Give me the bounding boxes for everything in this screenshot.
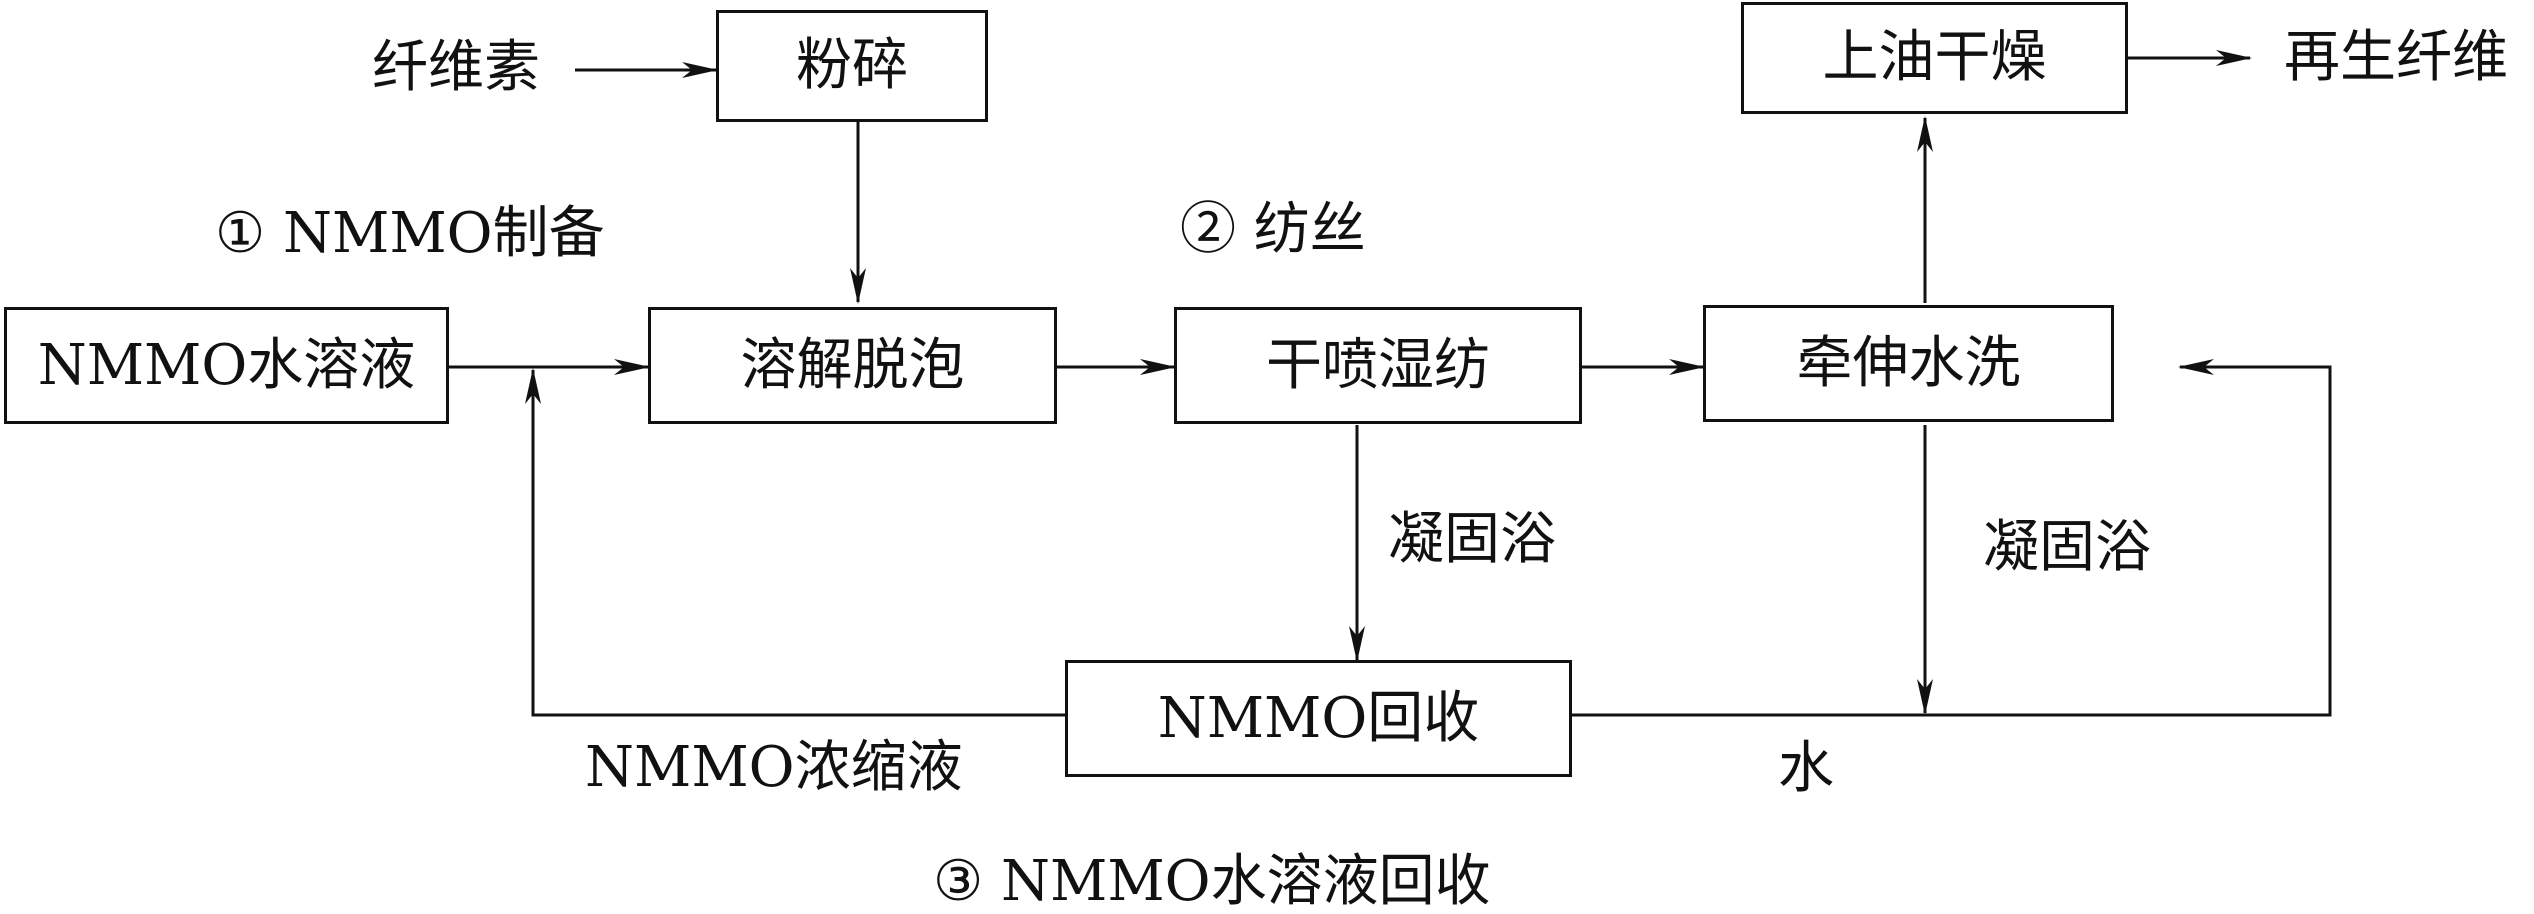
box-nmmo-solution-label: NMMO水溶液 bbox=[37, 332, 416, 398]
label-concentrate: NMMO浓缩液 bbox=[585, 735, 963, 800]
box-nmmo-solution: NMMO水溶液 bbox=[4, 307, 449, 424]
box-stretch-wash-label: 牵伸水洗 bbox=[1796, 330, 2021, 396]
arrow-concentrate-return bbox=[525, 368, 1065, 717]
label-step3: ③ NMMO水溶液回收 bbox=[933, 849, 1491, 914]
label-cellulose: 纤维素 bbox=[372, 35, 540, 100]
box-dry-jet-wet-spin-label: 干喷湿纺 bbox=[1266, 332, 1490, 398]
label-step1: ① NMMO制备 bbox=[215, 201, 605, 266]
label-water: 水 bbox=[1778, 736, 1834, 801]
label-coag-bath-2: 凝固浴 bbox=[1983, 515, 2151, 580]
box-dissolve-defoam: 溶解脱泡 bbox=[648, 307, 1057, 424]
label-step2: ② 纺丝 bbox=[1180, 197, 1366, 262]
box-crush-label: 粉碎 bbox=[796, 33, 908, 98]
label-coag-bath-1: 凝固浴 bbox=[1388, 507, 1556, 572]
box-stretch-wash: 牵伸水洗 bbox=[1703, 305, 2114, 422]
box-crush: 粉碎 bbox=[716, 10, 988, 122]
box-oil-dry-label: 上油干燥 bbox=[1822, 25, 2047, 90]
box-nmmo-recovery: NMMO回收 bbox=[1065, 660, 1572, 777]
box-dissolve-defoam-label: 溶解脱泡 bbox=[740, 332, 965, 398]
box-dry-jet-wet-spin: 干喷湿纺 bbox=[1174, 307, 1582, 424]
box-oil-dry: 上油干燥 bbox=[1741, 2, 2128, 114]
label-regenerated-fiber: 再生纤维 bbox=[2284, 25, 2508, 90]
arrow-water-return bbox=[1572, 359, 2332, 717]
box-nmmo-recovery-label: NMMO回收 bbox=[1157, 685, 1480, 751]
